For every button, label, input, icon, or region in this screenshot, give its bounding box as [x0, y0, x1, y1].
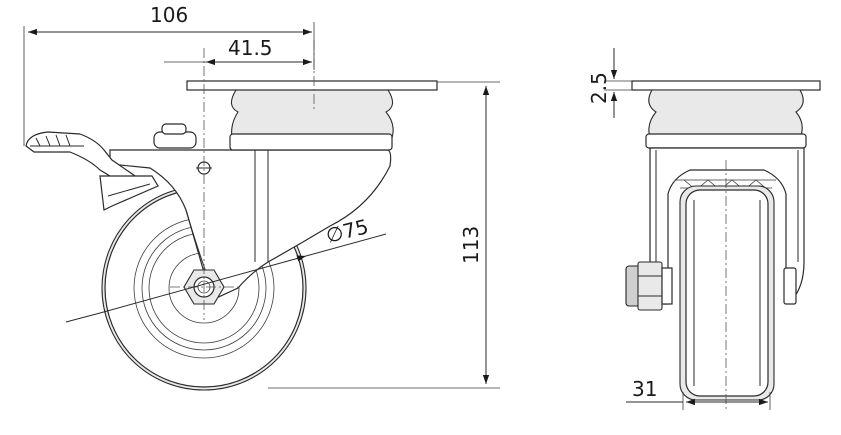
dim-wheel-width: 31 — [632, 377, 657, 401]
dim-offset: 41.5 — [228, 36, 273, 60]
side-view-dimensions: 106 41.5 113 ∅75 — [23, 3, 500, 389]
swivel-head-side — [186, 80, 438, 151]
axle-nut-front — [625, 261, 797, 311]
side-view — [25, 40, 438, 391]
dim-plate-thickness: 2.5 — [587, 72, 611, 104]
front-view — [625, 80, 821, 410]
wheel-front — [679, 185, 775, 401]
brake-lever — [25, 123, 197, 211]
dim-overall-width: 106 — [150, 3, 188, 27]
dim-height: 113 — [459, 226, 483, 264]
fork-bracket — [109, 149, 392, 301]
front-view-dimensions: 2.5 31 — [587, 48, 771, 410]
